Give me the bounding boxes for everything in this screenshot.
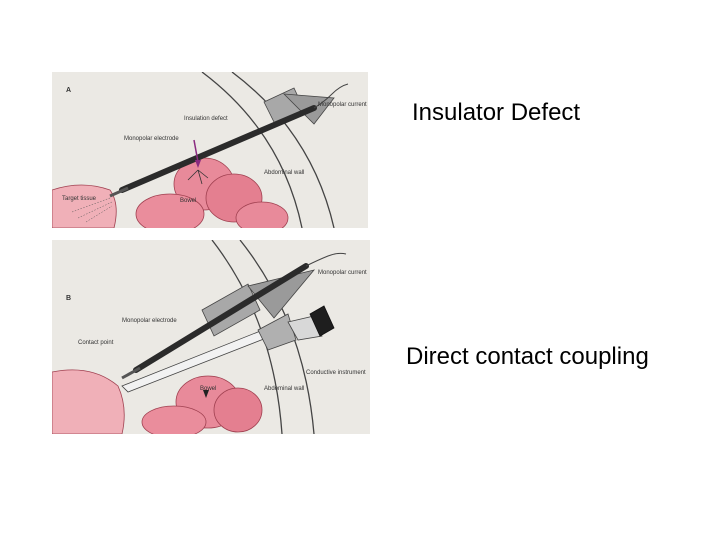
bowel-loop — [141, 405, 207, 434]
electrode-tip — [121, 366, 141, 380]
panel-a-illustration: A Insulation defect Monopolar electrode … — [52, 72, 368, 228]
conductive-instrument-handle — [309, 305, 335, 337]
abdominal-wall-inner-line — [201, 72, 303, 228]
label-insulation-defect: Insulation defect — [184, 116, 228, 122]
label-bowel: Bowel — [200, 386, 217, 392]
target-current-lines — [71, 197, 113, 223]
monopolar-electrode-shaft — [119, 105, 317, 193]
electrode-cable — [305, 252, 347, 267]
panel-b-drawing — [52, 240, 347, 434]
label-abdominal-wall: Abdominal wall — [264, 170, 305, 176]
bowel-loop — [135, 193, 205, 228]
bowel-loop — [213, 387, 263, 433]
panel-a-letter: A — [66, 87, 72, 94]
defect-pointer — [193, 139, 199, 163]
label-bowel: Bowel — [180, 198, 197, 204]
caption-insulator-defect: Insulator Defect — [412, 99, 581, 126]
target-tissue-shape — [52, 184, 117, 228]
label-monopolar-current: Monopolar current — [318, 102, 367, 108]
bowel-loop — [235, 201, 289, 228]
contact-arrow-icon — [203, 390, 209, 398]
label-abdominal-wall: Abdominal wall — [264, 386, 305, 392]
electrode-cable — [313, 83, 349, 109]
label-contact-point: Contact point — [78, 340, 114, 346]
abdominal-wall-outer-line — [231, 72, 335, 228]
target-tissue-shape — [52, 369, 125, 434]
label-monopolar-electrode: Monopolar electrode — [122, 318, 177, 324]
electrode-tip — [109, 186, 129, 198]
caption-direct-contact-coupling: Direct contact coupling — [406, 343, 649, 370]
label-monopolar-current: Monopolar current — [318, 270, 367, 276]
label-monopolar-electrode: Monopolar electrode — [124, 136, 179, 142]
label-target-tissue: Target tissue — [62, 196, 97, 202]
current-spark-lines — [187, 169, 209, 185]
panel-b-letter: B — [66, 295, 72, 302]
defect-arrow-icon — [195, 160, 201, 168]
conductive-instrument-sheath — [257, 313, 297, 351]
monopolar-electrode-shaft — [133, 263, 309, 373]
label-conductive-instrument: Conductive instrument — [306, 370, 366, 376]
panel-a-drawing — [52, 72, 349, 228]
panel-b-illustration: B Monopolar current Monopolar electrode … — [52, 240, 370, 434]
